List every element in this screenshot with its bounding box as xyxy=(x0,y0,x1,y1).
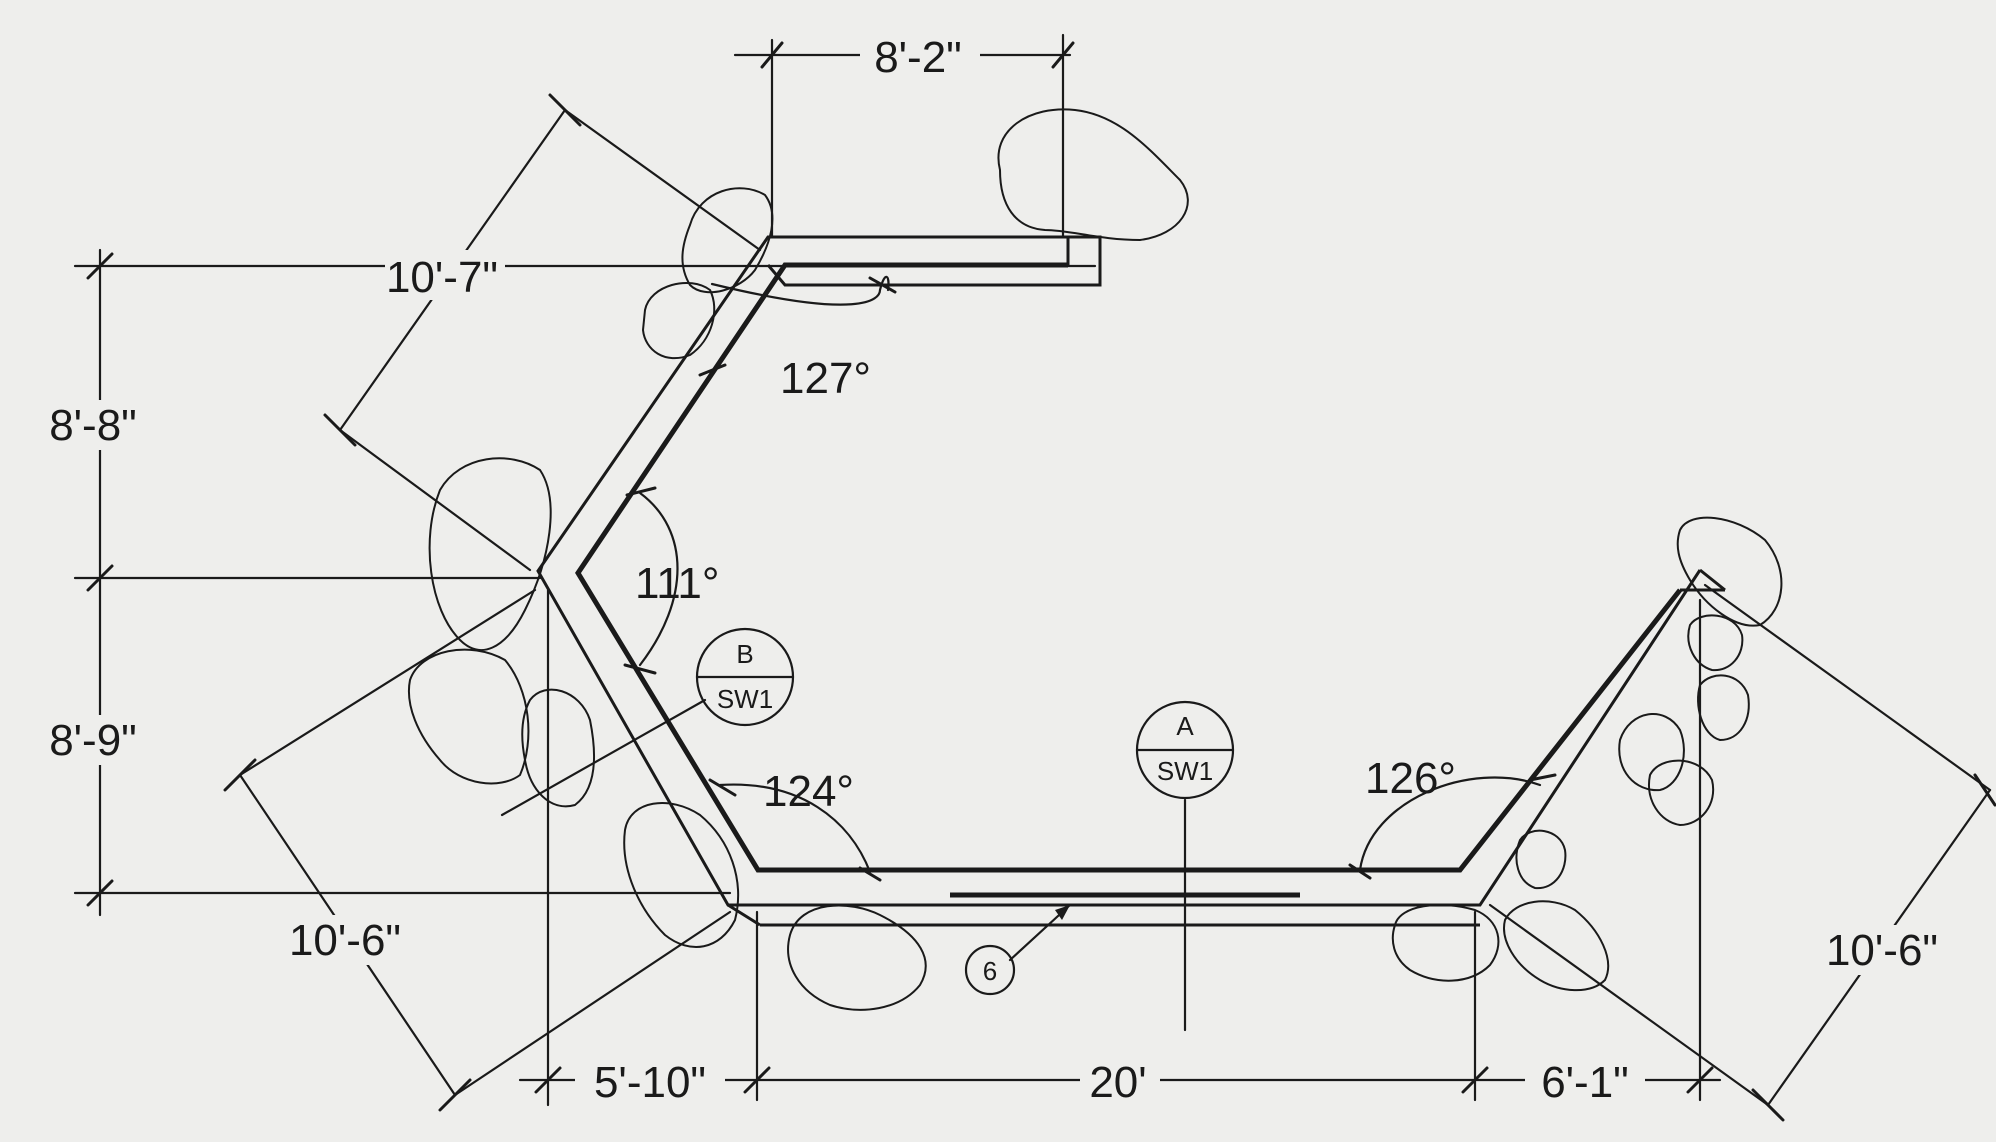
wall-cap-top xyxy=(766,235,1102,287)
keynote-number: 6 xyxy=(983,956,997,986)
boulder-upper-left-2 xyxy=(641,281,716,360)
wall-bottom-base xyxy=(727,903,761,927)
section-b-sheet: SW1 xyxy=(717,684,773,714)
section-a-sheet: SW1 xyxy=(1157,756,1213,786)
arc-124 xyxy=(718,783,872,874)
angle-labels: 127° 111° 124° 126° xyxy=(635,354,1456,816)
arc-111 xyxy=(638,491,679,667)
boulder-upper-left-1 xyxy=(681,187,774,294)
boulder-mid-left xyxy=(428,457,552,651)
boulder-right-1 xyxy=(1618,713,1685,792)
boulder-bottom-right-2 xyxy=(1503,900,1610,992)
section-b-cut-line xyxy=(500,698,707,817)
dim-label-upper-vertical: 8'-8" xyxy=(49,401,137,450)
dim-label-upper-diagonal: 10'-7" xyxy=(386,253,498,302)
boulder-right-4 xyxy=(1687,614,1744,672)
dim-label-lower-vertical: 8'-9" xyxy=(49,716,137,765)
keynote-circle xyxy=(964,944,1016,996)
boulder-left-2 xyxy=(521,688,596,808)
dim-label-top-width: 8'-2" xyxy=(874,33,962,82)
keynote-callout: 6 xyxy=(950,892,1300,996)
boulder-bottom-right-3 xyxy=(1515,829,1567,890)
section-a-letter: A xyxy=(1176,711,1194,741)
dimension-lines xyxy=(73,33,1996,1122)
dim-label-bottom-center: 20' xyxy=(1089,1058,1146,1107)
boulder-right-2 xyxy=(1648,759,1715,827)
arc-126 xyxy=(1358,776,1542,872)
boulder-right-3 xyxy=(1697,674,1750,742)
keynote-arrowhead xyxy=(1055,905,1070,920)
dim-right-diag-ext-a xyxy=(1703,583,1992,792)
angle-label-126: 126° xyxy=(1365,754,1456,803)
angle-label-124: 124° xyxy=(763,767,854,816)
boulder-bottom-left xyxy=(787,904,927,1011)
dim-lower-diag-ext-a xyxy=(238,588,537,777)
section-marker-a: A SW1 xyxy=(1135,700,1235,1032)
boulder-bottom-right-1 xyxy=(1391,904,1500,982)
arc-127 xyxy=(710,275,890,306)
dim-label-bottom-left: 5'-10" xyxy=(594,1058,706,1107)
dim-right-diag-ext-b xyxy=(1488,903,1770,1107)
angle-label-127: 127° xyxy=(780,354,871,403)
dim-label-bottom-right: 6'-1" xyxy=(1541,1058,1629,1107)
dim-label-right-diagonal: 10'-6" xyxy=(1826,926,1938,975)
boulder-top-right xyxy=(1676,516,1783,627)
dimension-labels: 8'-2" 10'-7" 8'-8" 8'-9" 10'-6" 5'-10" 2… xyxy=(40,30,1950,1107)
boulders xyxy=(408,108,1783,1011)
angle-arcs xyxy=(623,275,1557,882)
boulder-top xyxy=(997,108,1189,242)
section-b-letter: B xyxy=(736,639,753,669)
wall-cap-right xyxy=(1699,568,1726,592)
dim-lower-diag-ext-b xyxy=(453,910,732,1097)
dim-label-lower-diagonal: 10'-6" xyxy=(289,916,401,965)
section-marker-b: B SW1 xyxy=(500,627,795,817)
dim-upper-diag-ext-b xyxy=(338,428,532,572)
boulder-left-1 xyxy=(408,648,530,785)
dim-upper-diag-ext-a xyxy=(563,108,762,252)
angle-label-111: 111° xyxy=(635,559,719,608)
